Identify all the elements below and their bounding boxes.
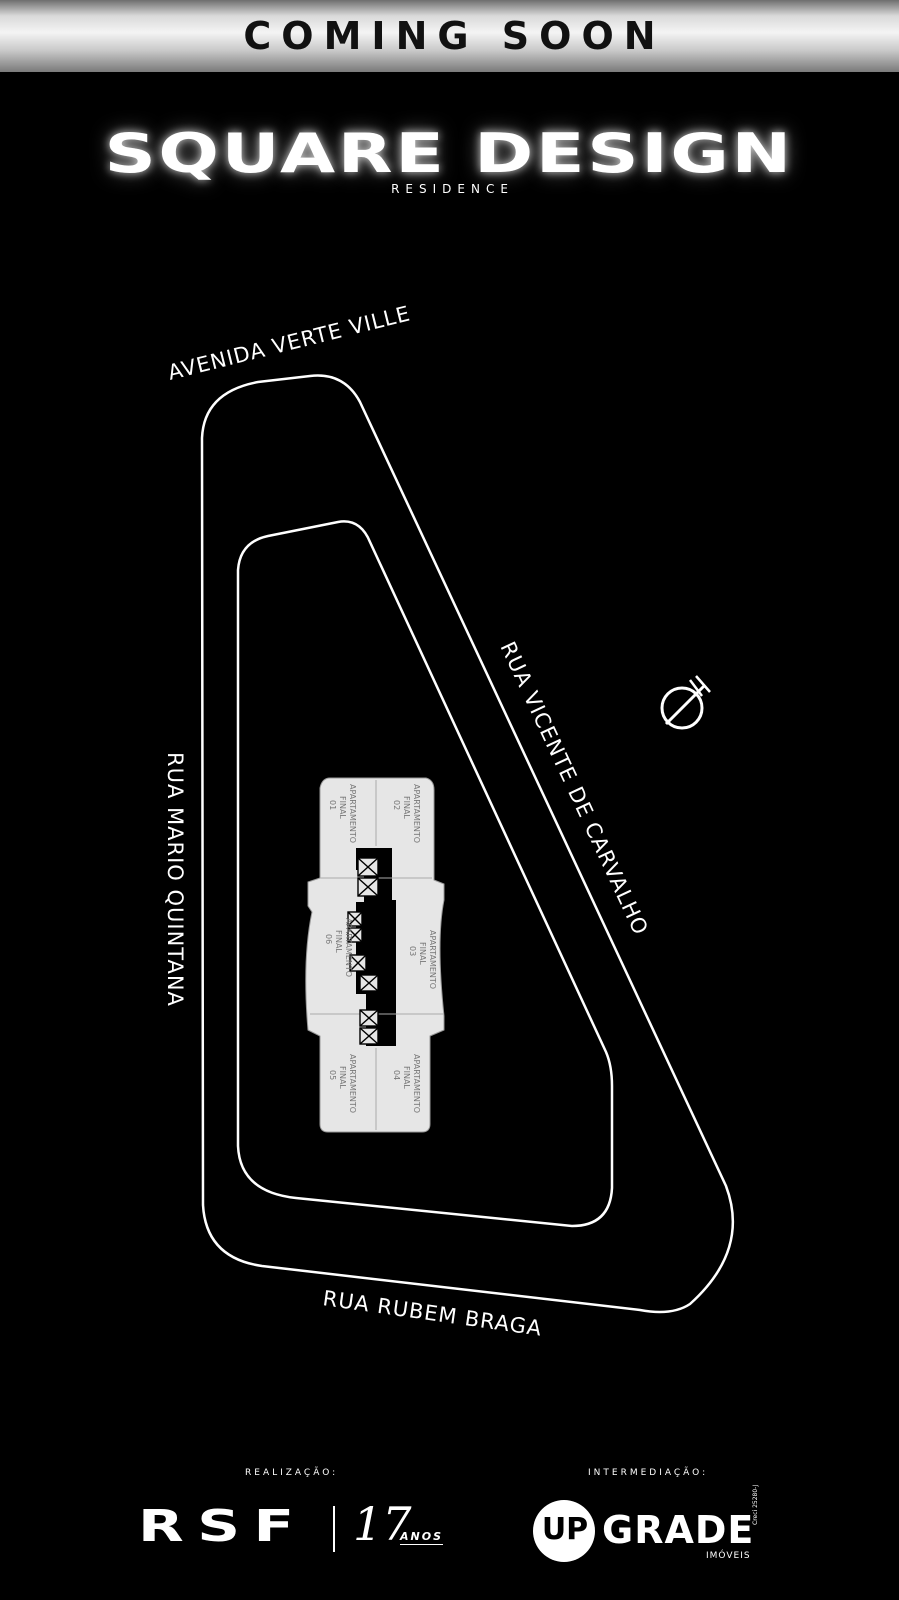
- svg-text:03: 03: [408, 946, 417, 956]
- svg-text:FINAL: FINAL: [402, 1066, 411, 1089]
- svg-text:05: 05: [328, 1070, 337, 1080]
- up-logo-text: UP: [541, 1512, 589, 1547]
- anos-word: ANOS: [400, 1530, 443, 1545]
- outer-block-outline: [200, 374, 734, 1314]
- svg-text:06: 06: [324, 934, 333, 944]
- building-footprint: APARTAMENTO FINAL 01 APARTAMENTO FINAL 0…: [305, 777, 445, 1133]
- imoveis-text: IMÓVEIS: [706, 1551, 751, 1561]
- north-arrow-icon: [660, 675, 711, 730]
- apartment-label-03: APARTAMENTO FINAL 03: [408, 930, 437, 989]
- svg-text:FINAL: FINAL: [334, 930, 343, 953]
- rsf-logo: RSF: [138, 1501, 308, 1552]
- svg-text:04: 04: [392, 1070, 401, 1080]
- project-logo: SQUARE DESIGN RESIDENCE: [0, 122, 899, 196]
- svg-text:APARTAMENTO: APARTAMENTO: [428, 930, 437, 989]
- apartment-label-04: APARTAMENTO FINAL 04: [392, 1054, 421, 1113]
- street-west: RUA MARIO QUINTANA: [163, 752, 187, 1007]
- logo-divider: [333, 1506, 335, 1552]
- svg-text:FINAL: FINAL: [402, 796, 411, 819]
- svg-text:APARTAMENTO: APARTAMENTO: [412, 784, 421, 843]
- up-logo-badge: [533, 1500, 595, 1562]
- street-north: AVENIDA VERTE VILLE: [165, 301, 413, 385]
- street-east: RUA VICENTE DE CARVALHO: [495, 638, 652, 939]
- svg-text:02: 02: [392, 800, 401, 810]
- intermediacao-label: INTERMEDIAÇÃO:: [588, 1468, 709, 1478]
- logo-title: SQUARE DESIGN: [104, 122, 795, 185]
- apartment-label-06: APARTAMENTO FINAL 06: [324, 918, 353, 977]
- creci-text: Creci 25280-J: [752, 1484, 759, 1525]
- realizacao-label: REALIZAÇÃO:: [245, 1468, 339, 1478]
- anos-number: 17: [353, 1497, 412, 1551]
- svg-text:APARTAMENTO: APARTAMENTO: [344, 918, 353, 977]
- coming-soon-banner: COMING SOON: [0, 0, 899, 72]
- svg-text:01: 01: [328, 800, 337, 810]
- svg-text:FINAL: FINAL: [338, 1066, 347, 1089]
- svg-text:APARTAMENTO: APARTAMENTO: [412, 1054, 421, 1113]
- svg-text:FINAL: FINAL: [418, 942, 427, 965]
- banner-text: COMING SOON: [243, 14, 666, 58]
- apartment-label-01: APARTAMENTO FINAL 01: [328, 784, 357, 843]
- inner-block-outline: [236, 520, 614, 1228]
- apartment-label-05: APARTAMENTO FINAL 05: [328, 1054, 357, 1113]
- svg-text:FINAL: FINAL: [338, 796, 347, 819]
- grade-logo: GRADE: [602, 1508, 755, 1552]
- svg-text:APARTAMENTO: APARTAMENTO: [348, 1054, 357, 1113]
- svg-text:APARTAMENTO: APARTAMENTO: [348, 784, 357, 843]
- apartment-label-02: APARTAMENTO FINAL 02: [392, 784, 421, 843]
- logo-subtitle: RESIDENCE: [391, 182, 514, 196]
